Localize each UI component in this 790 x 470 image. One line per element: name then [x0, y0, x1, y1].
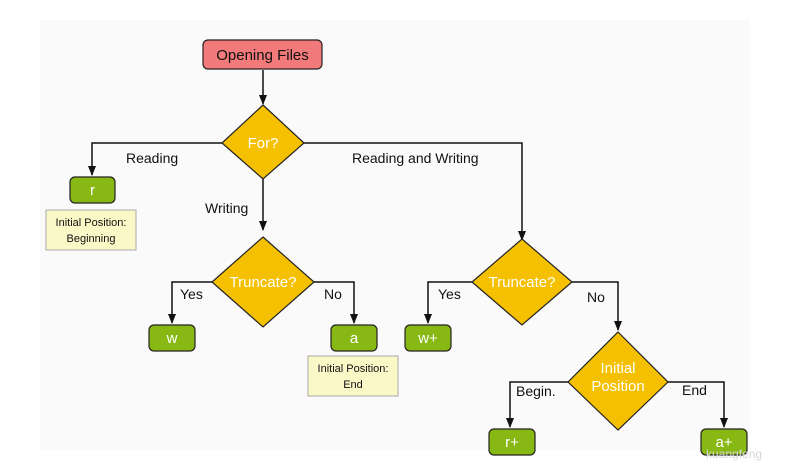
connector-reading-writing: [304, 142, 526, 241]
decision-truncate-writing-label: Truncate?: [230, 274, 297, 291]
branch-label-reading-writing: Reading and Writing: [352, 150, 479, 166]
connector-end: [668, 381, 728, 428]
mode-node-a-plus: a+: [700, 428, 748, 456]
decision-truncate-reading-writing: Truncate?: [471, 238, 573, 326]
connector-truncate1-yes: [168, 281, 212, 324]
yes-label-writing: Yes: [180, 286, 203, 302]
start-node: Opening Files: [202, 39, 323, 70]
note-initial-position-beginning: Initial Position: Beginning: [45, 209, 137, 251]
decision-for-label: For?: [248, 135, 279, 152]
note-initial-position-end: Initial Position: End: [307, 355, 399, 397]
connector-truncate2-yes: [424, 281, 472, 324]
connectors: [88, 70, 728, 428]
decision-truncate-writing: Truncate?: [211, 236, 315, 328]
mode-node-r: r: [69, 176, 116, 204]
mode-node-w-plus: w+: [404, 324, 452, 352]
note-r-line2: Beginning: [67, 233, 116, 245]
note-a-line1: Initial Position:: [318, 363, 389, 375]
connector-reading: [88, 142, 222, 176]
decision-for: For?: [221, 104, 305, 180]
branch-label-writing: Writing: [205, 200, 248, 216]
mode-node-a-plus-label: a+: [715, 434, 732, 451]
no-label-writing: No: [324, 286, 342, 302]
decision-initial-position-line2: Position: [591, 378, 644, 395]
decision-initial-position: Initial Position: [567, 331, 669, 431]
mode-node-w: w: [148, 324, 196, 352]
mode-node-a-label: a: [350, 330, 359, 347]
mode-node-r-plus-label: r+: [505, 434, 519, 451]
note-r-line1: Initial Position:: [56, 217, 127, 229]
connector-begin: [506, 381, 568, 428]
mode-node-a: a: [330, 324, 378, 352]
mode-node-w-label: w: [166, 330, 178, 347]
watermark: kuangfeng: [706, 447, 762, 461]
mode-node-r-plus: r+: [488, 428, 536, 456]
mode-node-r-label: r: [90, 182, 95, 199]
no-label-reading-writing: No: [587, 289, 605, 305]
decision-initial-position-line1: Initial: [600, 360, 635, 377]
start-node-label: Opening Files: [216, 47, 309, 64]
connector-truncate2-no: [572, 281, 622, 331]
decision-truncate-reading-writing-label: Truncate?: [489, 274, 556, 291]
connector-truncate1-no: [314, 281, 358, 324]
end-label: End: [682, 382, 707, 398]
mode-node-w-plus-label: w+: [417, 330, 438, 347]
branch-label-reading: Reading: [126, 150, 178, 166]
begin-label: Begin.: [516, 383, 556, 399]
note-a-line2: End: [343, 379, 363, 391]
yes-label-reading-writing: Yes: [438, 286, 461, 302]
